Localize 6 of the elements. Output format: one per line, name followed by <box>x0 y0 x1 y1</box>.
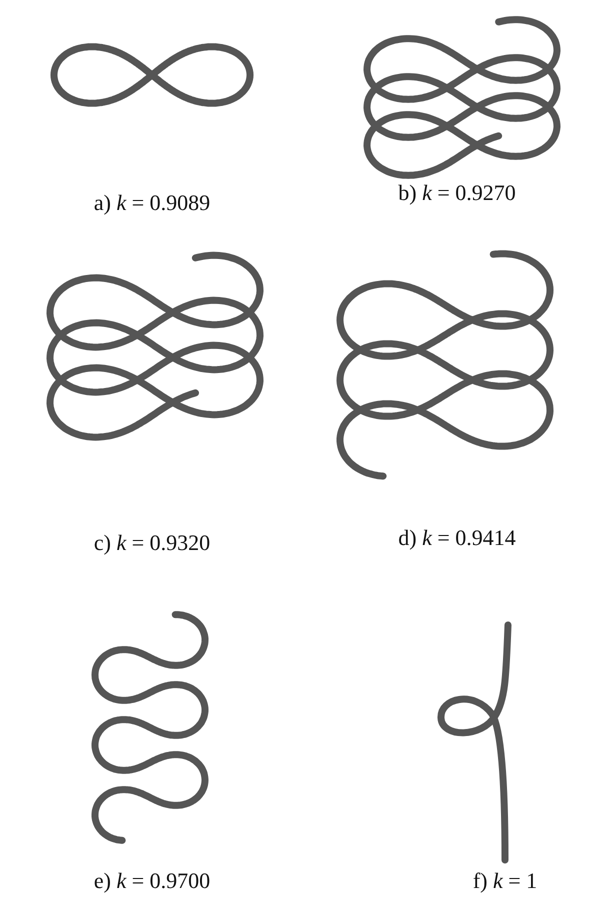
figure-caption: c) k = 0.9320 <box>94 530 210 556</box>
figure-caption: e) k = 0.9700 <box>94 868 210 894</box>
figure-caption: d) k = 0.9414 <box>398 525 516 551</box>
figure-caption: a) k = 0.9089 <box>94 190 210 216</box>
figure-caption: f) k = 1 <box>472 868 538 894</box>
figure-caption: b) k = 0.9270 <box>398 180 516 206</box>
